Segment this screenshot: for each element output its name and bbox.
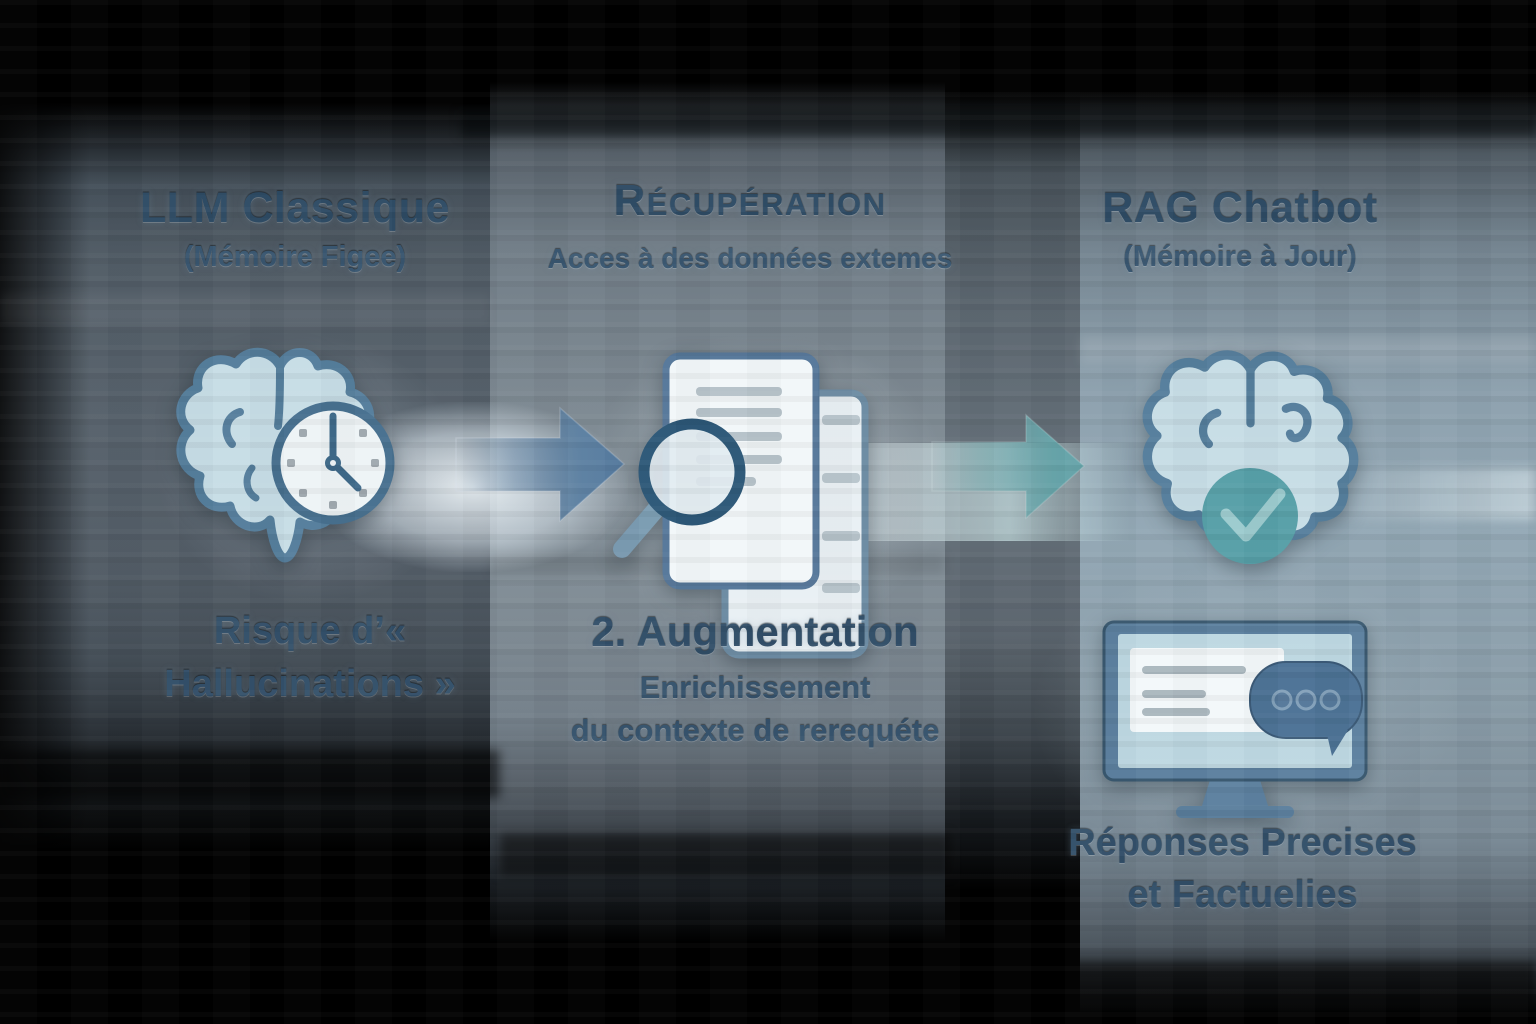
panel-subtitle-rag: (Mémoire à Jour)	[1123, 241, 1357, 273]
background-left-vignette	[0, 0, 90, 1024]
panel-subtitle-llm: (Mémoire Figee)	[183, 241, 407, 273]
panel-caption-heading: 2. Augmentation	[591, 608, 919, 655]
glitch-streak	[945, 962, 1536, 1006]
flow-arrow-1-right-icon	[455, 406, 626, 523]
flow-arrow-2-right-icon	[931, 413, 1086, 520]
panel-title-rag: RAG Chatbot	[1102, 184, 1378, 232]
glitch-streak	[0, 750, 500, 798]
glitch-streak	[460, 110, 1536, 136]
panel-caption-line: Hallucinations »	[164, 663, 456, 705]
panel-caption-line: et Factuelies	[1127, 874, 1358, 916]
brain-clock-icon	[176, 347, 395, 563]
panel-caption-line: du contexte de rerequéte	[570, 713, 940, 748]
panel-subtitle-recuperation: Acces à des données extemes	[547, 243, 953, 274]
glitch-streak	[0, 294, 490, 324]
monitor-chat-icon	[1102, 620, 1368, 818]
panel-caption-line: Risque d’«	[213, 610, 407, 652]
glitch-streak	[500, 834, 950, 876]
brain-check-icon	[1142, 350, 1359, 564]
panel-title-llm: LLM Classique	[140, 184, 450, 232]
panel-title-recuperation: Récupération	[613, 176, 887, 225]
glitch-streak	[1080, 336, 1536, 364]
panel-caption-line: Enrichissement	[639, 670, 871, 705]
documents-search-icon	[613, 352, 869, 659]
panel-caption-line: Réponses Precises	[1068, 822, 1417, 864]
